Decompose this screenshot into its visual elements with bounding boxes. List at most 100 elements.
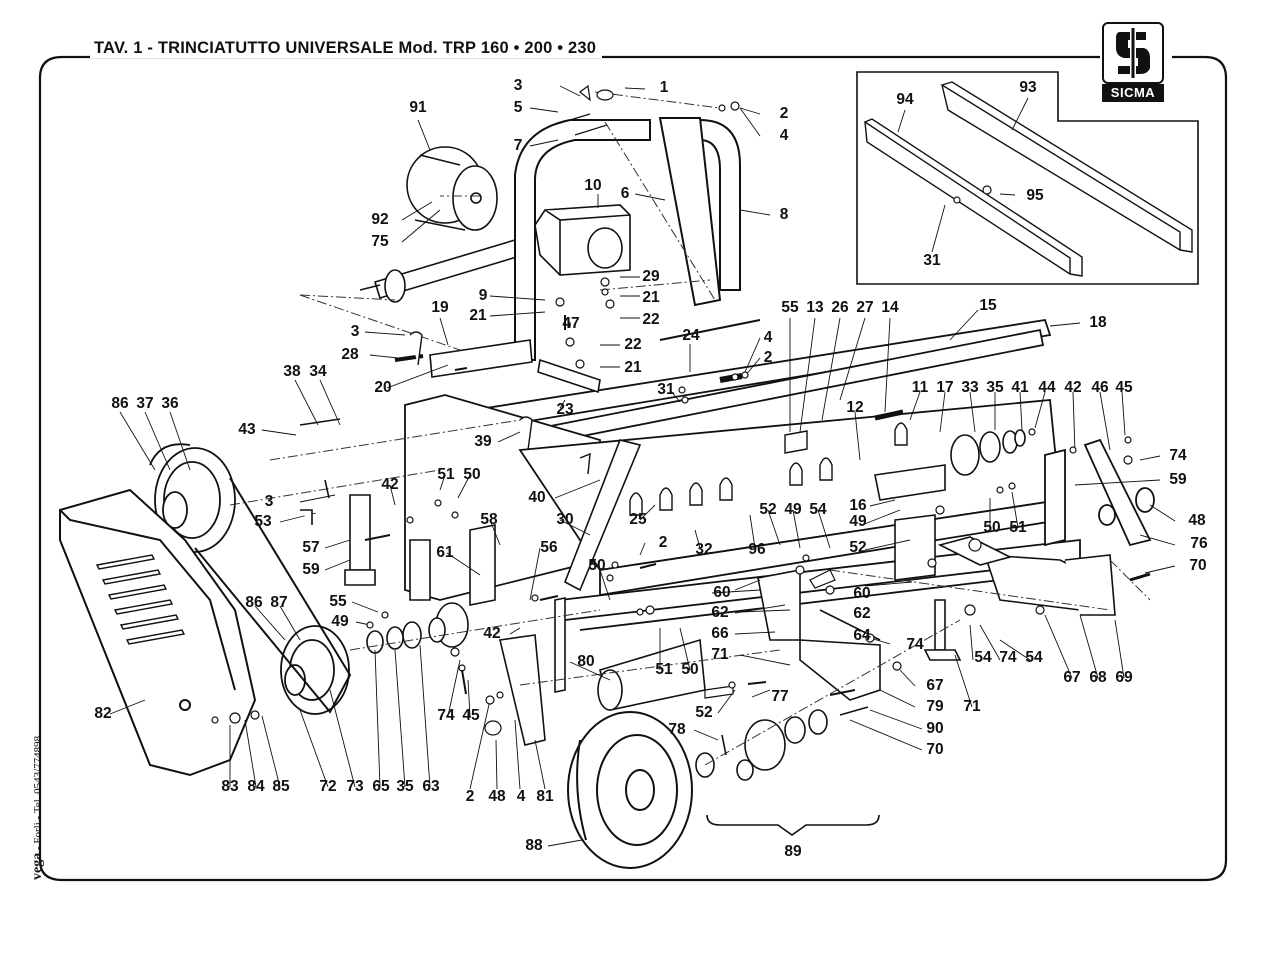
flail-brackets xyxy=(629,422,908,516)
callout-label: 49 xyxy=(784,501,802,518)
callout-label: 55 xyxy=(329,593,347,610)
callout-label: 29 xyxy=(642,268,660,285)
hydraulic-motor-91 xyxy=(406,146,498,231)
callout-label: 77 xyxy=(771,688,789,705)
callout-label: 72 xyxy=(319,778,337,795)
page-title: TAV. 1 - TRINCIATUTTO UNIVERSALE Mod. TR… xyxy=(90,39,603,58)
callout-label: 60 xyxy=(853,585,871,602)
callout-label: 11 xyxy=(911,379,929,396)
callout-label: 24 xyxy=(682,327,700,344)
callout-label: 31 xyxy=(657,381,675,398)
callout-label: 85 xyxy=(272,778,290,795)
callout-label: 50 xyxy=(463,466,481,483)
callout-label: 10 xyxy=(584,177,602,194)
callout-label: 41 xyxy=(1011,379,1029,396)
callout-label: 54 xyxy=(974,649,992,666)
callout-label: 5 xyxy=(513,99,523,116)
callout-label: 90 xyxy=(926,720,944,737)
callout-label: 4 xyxy=(779,127,789,144)
callout-label: 79 xyxy=(926,698,944,715)
callout-label: 84 xyxy=(247,778,265,795)
callout-label: 59 xyxy=(302,561,320,578)
callout-label: 55 xyxy=(781,299,799,316)
callout-label: 30 xyxy=(556,511,574,528)
callout-label: 74 xyxy=(1169,447,1187,464)
callout-label: 48 xyxy=(1188,512,1206,529)
callout-label: 67 xyxy=(1063,669,1081,686)
blade-94 xyxy=(863,118,1083,277)
callout-label: 15 xyxy=(979,297,997,314)
callout-label: 14 xyxy=(881,299,899,316)
callout-label: 52 xyxy=(695,704,713,721)
callout-label: 92 xyxy=(371,211,389,228)
callout-label: 2 xyxy=(658,534,668,551)
callout-label: 63 xyxy=(422,778,440,795)
pulley-lower xyxy=(280,625,350,715)
callout-label: 36 xyxy=(161,395,179,412)
bearing-assembly-right xyxy=(874,429,1026,501)
callout-label: 83 xyxy=(221,778,239,795)
callout-label: 80 xyxy=(577,653,595,670)
wheel-hub-parts xyxy=(695,706,869,781)
inset-box xyxy=(856,71,1199,285)
callout-label: 23 xyxy=(556,401,574,418)
brand-name: SICMA xyxy=(1102,84,1164,102)
callout-label: 39 xyxy=(474,433,492,450)
callout-label: 52 xyxy=(849,539,867,556)
callout-label: 46 xyxy=(1091,379,1109,396)
callout-label: 32 xyxy=(695,541,713,558)
headstock-frame xyxy=(514,117,741,361)
callout-label: 94 xyxy=(896,91,914,108)
drive-flange xyxy=(366,602,469,654)
callout-label: 35 xyxy=(986,379,1004,396)
callout-label: 52 xyxy=(759,501,777,518)
alignment-lines xyxy=(229,91,1151,766)
inset-bolts xyxy=(953,185,992,204)
callout-label: 21 xyxy=(469,307,487,324)
callout-label: 2 xyxy=(763,349,773,366)
callout-label: 65 xyxy=(372,778,390,795)
sicma-logo-icon xyxy=(1102,22,1164,84)
gearbox-10 xyxy=(534,204,631,276)
callout-label: 51 xyxy=(1009,519,1027,536)
callout-label: 51 xyxy=(437,466,455,483)
callout-label: 26 xyxy=(831,299,849,316)
callout-label: 1 xyxy=(659,79,669,96)
pulley-upper xyxy=(149,443,236,553)
callout-label: 7 xyxy=(513,137,523,154)
blade-93 xyxy=(940,81,1193,253)
callout-label: 18 xyxy=(1089,314,1107,331)
callout-label: 42 xyxy=(381,476,399,493)
callout-label: 74 xyxy=(906,636,924,653)
belt-guard-82 xyxy=(59,488,257,777)
callout-label: 3 xyxy=(350,323,360,340)
bracket-89 xyxy=(706,814,880,836)
callout-label: 25 xyxy=(629,511,647,528)
printer-name: vega xyxy=(30,852,45,880)
leader-lines xyxy=(109,85,1176,847)
callout-label: 4 xyxy=(763,329,773,346)
callout-label: 76 xyxy=(1190,535,1208,552)
callout-label: 27 xyxy=(856,299,874,316)
callout-label: 62 xyxy=(711,604,729,621)
callout-label: 8 xyxy=(779,206,789,223)
printer-credit: vega - Forlì - Tel. 0543/774898 xyxy=(30,736,46,880)
callout-label: 74 xyxy=(437,707,455,724)
callout-label: 19 xyxy=(431,299,449,316)
callout-label: 35 xyxy=(396,778,414,795)
callout-label: 71 xyxy=(963,698,981,715)
callout-label: 13 xyxy=(806,299,824,316)
callout-label: 45 xyxy=(1115,379,1133,396)
roller-arm-right xyxy=(923,536,1116,661)
rotor-housing xyxy=(404,394,1081,631)
callout-label: 56 xyxy=(540,539,558,556)
callout-label: 58 xyxy=(480,511,498,528)
callout-label: 49 xyxy=(849,513,867,530)
callout-label: 96 xyxy=(748,541,766,558)
callout-label: 33 xyxy=(961,379,979,396)
brand-logo: SICMA xyxy=(1102,22,1164,102)
drive-belt xyxy=(194,477,352,714)
callout-label: 17 xyxy=(936,379,954,396)
callout-label: 70 xyxy=(926,741,944,758)
